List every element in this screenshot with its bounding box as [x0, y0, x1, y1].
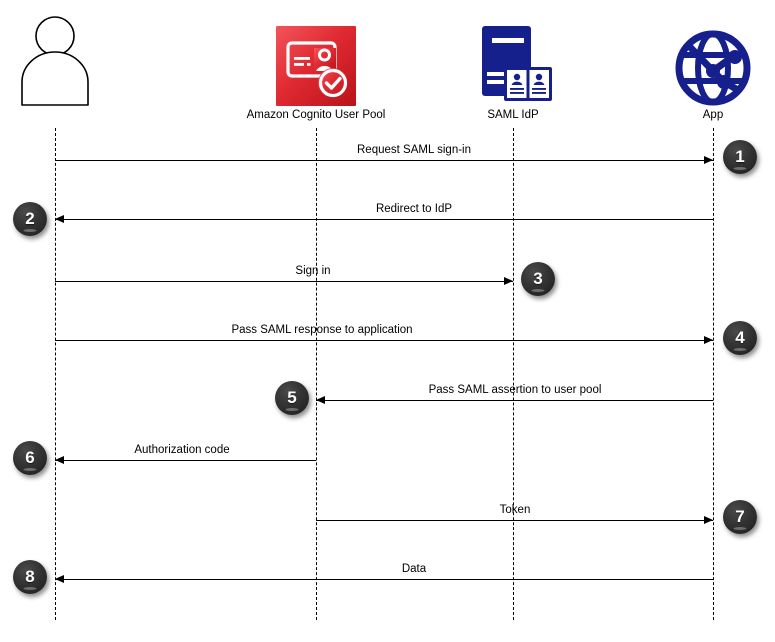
step-badge-6[interactable]: 6	[13, 441, 47, 475]
actor-saml-idp-label: SAML IdP	[487, 109, 539, 121]
step-badge-2[interactable]: 2	[13, 202, 47, 236]
message-line-3	[55, 281, 513, 282]
message-label-8: Data	[401, 563, 427, 575]
message-label-1: Request SAML sign-in	[357, 144, 471, 156]
message-label-7: Token	[499, 504, 531, 516]
message-line-4	[55, 340, 713, 341]
actor-cognito-label: Amazon Cognito User Pool	[246, 109, 386, 121]
actor-app[interactable]: App	[643, 14, 775, 122]
message-line-2	[55, 219, 713, 220]
message-line-8	[55, 579, 713, 580]
message-line-7	[316, 520, 713, 521]
step-badge-8[interactable]: 8	[13, 560, 47, 594]
lifeline-idp	[513, 128, 514, 620]
actor-user[interactable]	[0, 14, 125, 108]
message-label-6: Authorization code	[134, 444, 230, 456]
arrowhead-2	[55, 214, 64, 223]
actor-app-label: App	[702, 109, 724, 121]
user-person-icon	[0, 14, 125, 106]
lifeline-user	[55, 128, 56, 620]
message-line-6	[55, 460, 316, 461]
arrowhead-8	[55, 574, 64, 583]
message-label-4: Pass SAML response to application	[231, 324, 413, 336]
step-badge-4[interactable]: 4	[723, 321, 757, 355]
arrowhead-6	[55, 455, 64, 464]
lifeline-app	[713, 128, 714, 620]
arrowhead-3	[504, 276, 513, 285]
message-line-1	[55, 160, 713, 161]
app-globe-icon	[643, 14, 775, 106]
amazon-cognito-icon	[246, 14, 386, 106]
message-line-5	[316, 400, 713, 401]
arrowhead-1	[704, 155, 713, 164]
message-label-3: Sign in	[295, 265, 331, 277]
message-label-2: Redirect to IdP	[375, 203, 453, 215]
lifeline-cognito	[316, 128, 317, 620]
step-badge-5[interactable]: 5	[275, 381, 309, 415]
saml-idp-server-icon	[443, 14, 583, 106]
actor-cognito[interactable]: Amazon Cognito User Pool	[246, 14, 386, 122]
message-label-5: Pass SAML assertion to user pool	[428, 384, 602, 396]
step-badge-3[interactable]: 3	[521, 262, 555, 296]
step-badge-1[interactable]: 1	[723, 140, 757, 174]
arrowhead-4	[704, 335, 713, 344]
arrowhead-5	[316, 395, 325, 404]
actor-saml-idp[interactable]: SAML IdP	[443, 14, 583, 122]
arrowhead-7	[704, 515, 713, 524]
step-badge-7[interactable]: 7	[723, 500, 757, 534]
